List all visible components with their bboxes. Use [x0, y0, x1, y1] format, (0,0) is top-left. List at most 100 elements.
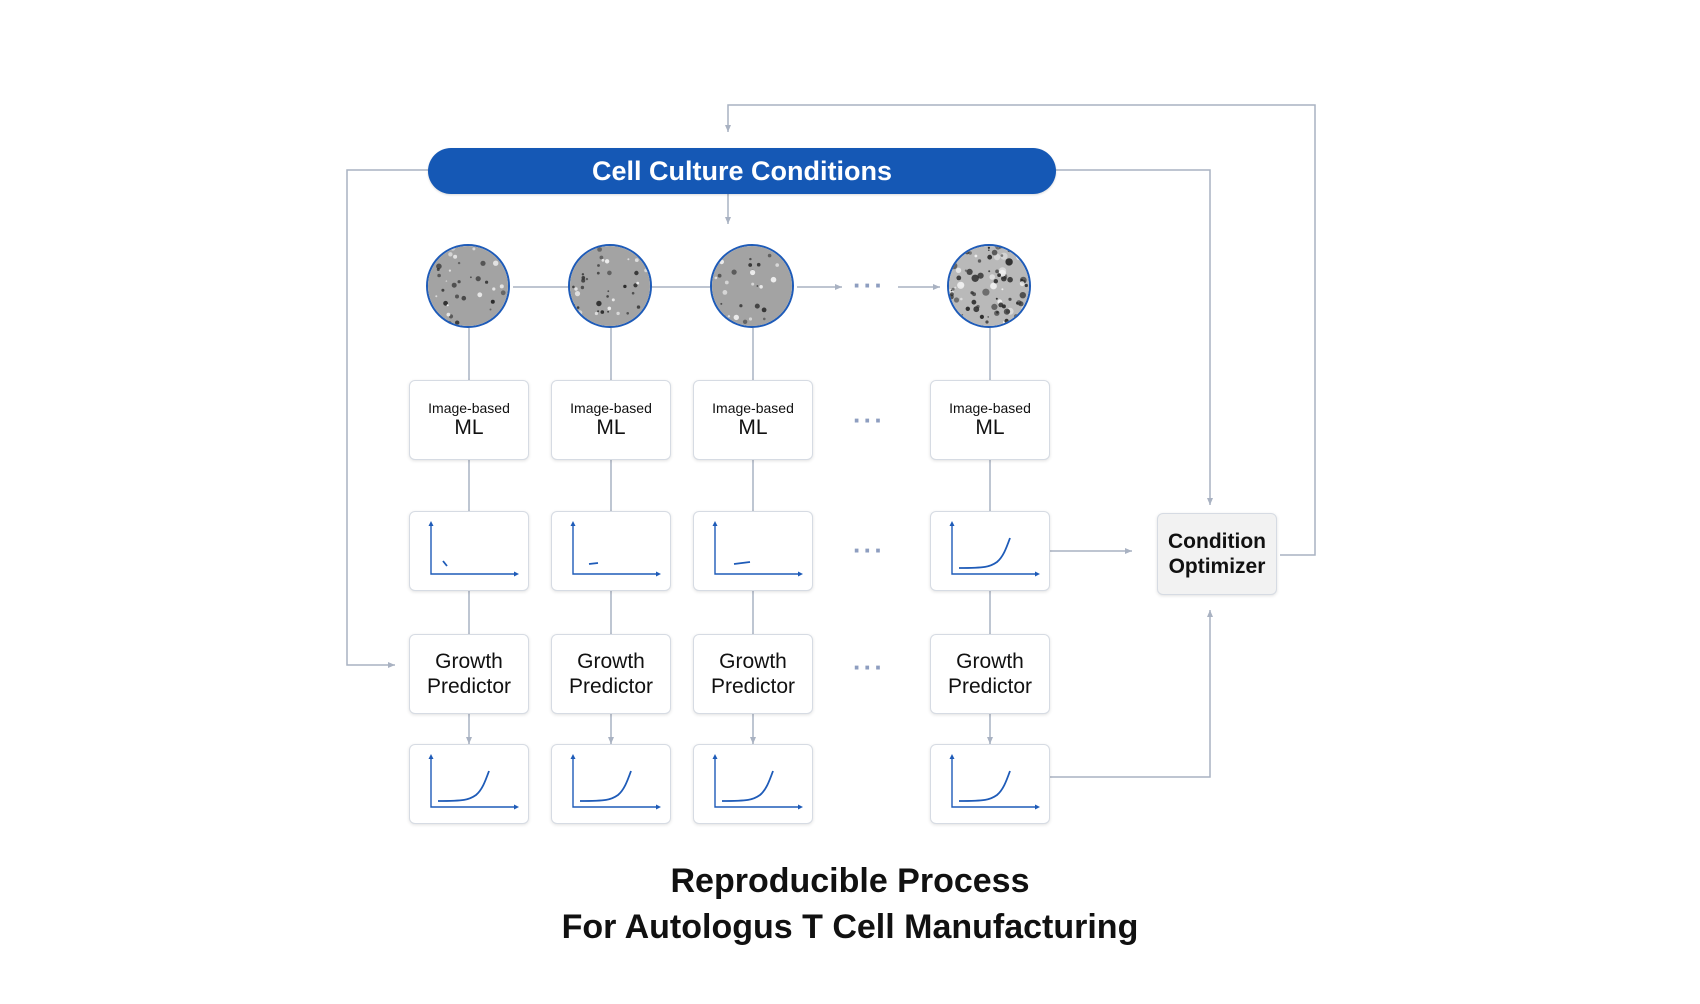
- cell-speck: [601, 258, 605, 262]
- cell-image-2: [568, 244, 652, 328]
- cell-speck: [1018, 301, 1024, 307]
- cell-speck: [596, 300, 602, 307]
- cell-speck: [982, 288, 990, 296]
- cell-speck: [472, 247, 476, 251]
- chart-axes: [951, 757, 1037, 808]
- cell-speck: [457, 280, 461, 284]
- caption-line2: For Autologus T Cell Manufacturing: [561, 908, 1139, 946]
- growth-curve: [733, 561, 751, 565]
- cell-speck: [436, 263, 442, 270]
- cell-speck: [987, 254, 993, 260]
- cell-speck: [611, 298, 615, 302]
- cell-speck: [993, 279, 998, 284]
- y-axis-arrow: [949, 754, 955, 759]
- growth-curve: [721, 770, 774, 802]
- cell-speck: [988, 249, 990, 251]
- early-growth-chart-3: [693, 511, 813, 591]
- growth-chart-svg: [428, 521, 519, 577]
- cell-speck: [991, 303, 998, 310]
- microscopy-image: [428, 246, 508, 326]
- cell-speck: [996, 311, 999, 314]
- feedback-loop-line: [725, 104, 1316, 556]
- cell-speck: [756, 285, 759, 287]
- cell-speck: [770, 276, 777, 283]
- cell-speck: [957, 281, 965, 289]
- cell-speck: [748, 317, 753, 321]
- cell-speck: [475, 276, 481, 282]
- cell-speck: [1005, 309, 1011, 314]
- cell-speck: [717, 273, 722, 278]
- cell-speck: [724, 280, 729, 285]
- chart-axes: [430, 757, 516, 808]
- cell-speck: [964, 269, 967, 272]
- cell-speck: [989, 274, 995, 280]
- cell-speck: [965, 306, 970, 311]
- cell-speck: [977, 259, 982, 263]
- cell-speck: [742, 319, 748, 324]
- cell-speck: [987, 316, 989, 318]
- cell-speck: [477, 292, 483, 298]
- microscopy-image: [570, 246, 650, 326]
- predictor-label-line1: Growth: [956, 650, 1024, 673]
- cell-speck: [976, 304, 980, 309]
- cell-speck: [489, 308, 492, 311]
- cell-speck: [437, 273, 441, 278]
- cell-speck: [451, 282, 457, 288]
- predictor-label-line1: Growth: [719, 650, 787, 673]
- cell-speck: [446, 312, 451, 317]
- cell-speck: [995, 269, 999, 274]
- cell-speck: [950, 292, 954, 297]
- growth-curve: [958, 537, 1011, 569]
- cell-speck: [576, 306, 580, 309]
- ml-label-big: ML: [738, 416, 768, 439]
- cell-speck: [953, 297, 960, 303]
- cell-speck: [597, 247, 602, 252]
- cell-speck: [1004, 318, 1009, 324]
- cell-speck: [435, 295, 438, 298]
- cell-speck: [485, 280, 489, 284]
- cell-speck: [727, 315, 731, 318]
- cell-speck: [492, 287, 496, 291]
- cell-speck: [607, 310, 609, 313]
- ml-label-small: Image-based: [949, 400, 1031, 416]
- cell-speck: [759, 285, 763, 289]
- cell-speck: [1019, 281, 1025, 287]
- image-ml-box-4: Image-based ML: [930, 380, 1050, 460]
- predictor-label-line2: Predictor: [947, 675, 1033, 698]
- cell-speck: [636, 281, 640, 285]
- cell-speck: [453, 254, 458, 259]
- cell-speck: [751, 282, 755, 286]
- cell-speck: [1016, 301, 1019, 305]
- microscopy-image: [949, 246, 1029, 326]
- cell-speck: [993, 253, 1001, 261]
- cell-speck: [594, 311, 598, 316]
- cell-speck: [971, 274, 979, 282]
- cell-speck: [971, 299, 977, 305]
- optimizer-label-line2: Optimizer: [1168, 555, 1266, 578]
- chart-axes: [572, 524, 658, 575]
- chart-axes: [714, 524, 800, 575]
- image-ml-box-3: Image-based ML: [693, 380, 813, 460]
- cell-speck: [597, 310, 600, 313]
- banner-label: Cell Culture Conditions: [592, 155, 892, 186]
- chart-axes: [714, 757, 800, 808]
- cell-speck: [988, 270, 991, 273]
- cell-speck: [448, 252, 453, 257]
- cell-speck: [616, 311, 620, 316]
- predictor-label-line1: Growth: [577, 650, 645, 673]
- growth-curve: [437, 770, 490, 802]
- early-growth-chart-2: [551, 511, 671, 591]
- cell-speck: [446, 304, 449, 307]
- cell-speck: [990, 282, 997, 290]
- x-axis-arrow: [798, 571, 803, 577]
- cell-speck: [636, 305, 641, 309]
- x-axis-arrow: [1035, 804, 1040, 810]
- ml-label-small: Image-based: [428, 400, 510, 416]
- cell-speck: [987, 246, 990, 249]
- caption-line1: Reproducible Process: [670, 862, 1030, 900]
- cell-speck: [763, 317, 766, 321]
- cell-speck: [749, 257, 752, 261]
- predictor-label-line1: Growth: [435, 650, 503, 673]
- cell-speck: [606, 295, 609, 298]
